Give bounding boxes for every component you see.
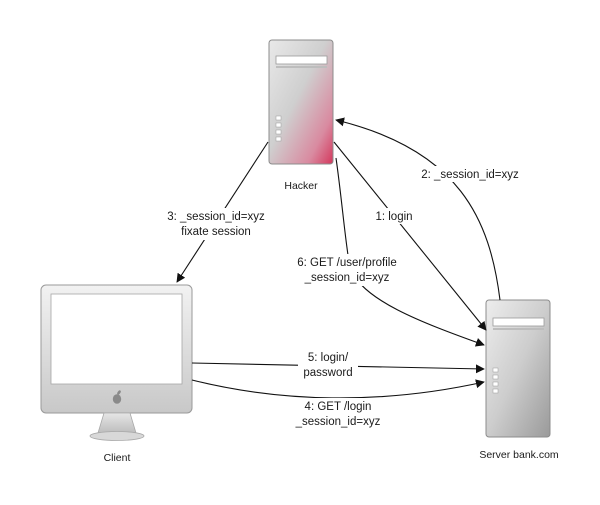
client-node: Client xyxy=(40,284,193,464)
imac-computer-icon xyxy=(40,284,193,441)
svg-text:fixate session: fixate session xyxy=(181,226,251,238)
svg-text:6: GET /user/profile: 6: GET /user/profile xyxy=(297,257,397,269)
svg-text:5: login/: 5: login/ xyxy=(308,352,349,364)
svg-text:2: _session_id=xyz: 2: _session_id=xyz xyxy=(421,169,519,181)
edge-step-1-label: 1: login xyxy=(371,208,417,224)
edge-step-4-arrow xyxy=(191,379,485,399)
svg-text:password: password xyxy=(303,367,352,379)
server-label: Server bank.com xyxy=(479,449,559,461)
svg-text:1: login: 1: login xyxy=(375,211,412,223)
hacker-node: Hacker xyxy=(268,39,334,192)
edge-step-1-arrow xyxy=(333,141,487,331)
edge-step-3-label: 3: _session_id=xyz fixate session xyxy=(160,208,272,240)
edge-step-4-label: 4: GET /login _session_id=xyz xyxy=(288,398,388,430)
svg-text:4: GET /login: 4: GET /login xyxy=(305,401,372,413)
svg-text:_session_id=xyz: _session_id=xyz xyxy=(304,272,390,284)
edge-step-6-label: 6: GET /user/profile _session_id=xyz xyxy=(290,254,408,286)
edge-step-6-arrow xyxy=(335,157,485,347)
hacker-label: Hacker xyxy=(284,180,318,192)
edge-step-2-arrow xyxy=(335,117,501,301)
tower-server-icon xyxy=(485,299,551,438)
client-label: Client xyxy=(104,452,131,464)
tower-server-icon xyxy=(268,39,334,165)
edge-step-2-label: 2: _session_id=xyz xyxy=(418,166,522,182)
svg-text:_session_id=xyz: _session_id=xyz xyxy=(295,416,381,428)
svg-text:3: _session_id=xyz: 3: _session_id=xyz xyxy=(167,211,265,223)
edge-step-5-label: 5: login/ password xyxy=(298,349,358,381)
apple-logo-icon xyxy=(112,390,122,404)
server-node: Server bank.com xyxy=(479,299,559,461)
